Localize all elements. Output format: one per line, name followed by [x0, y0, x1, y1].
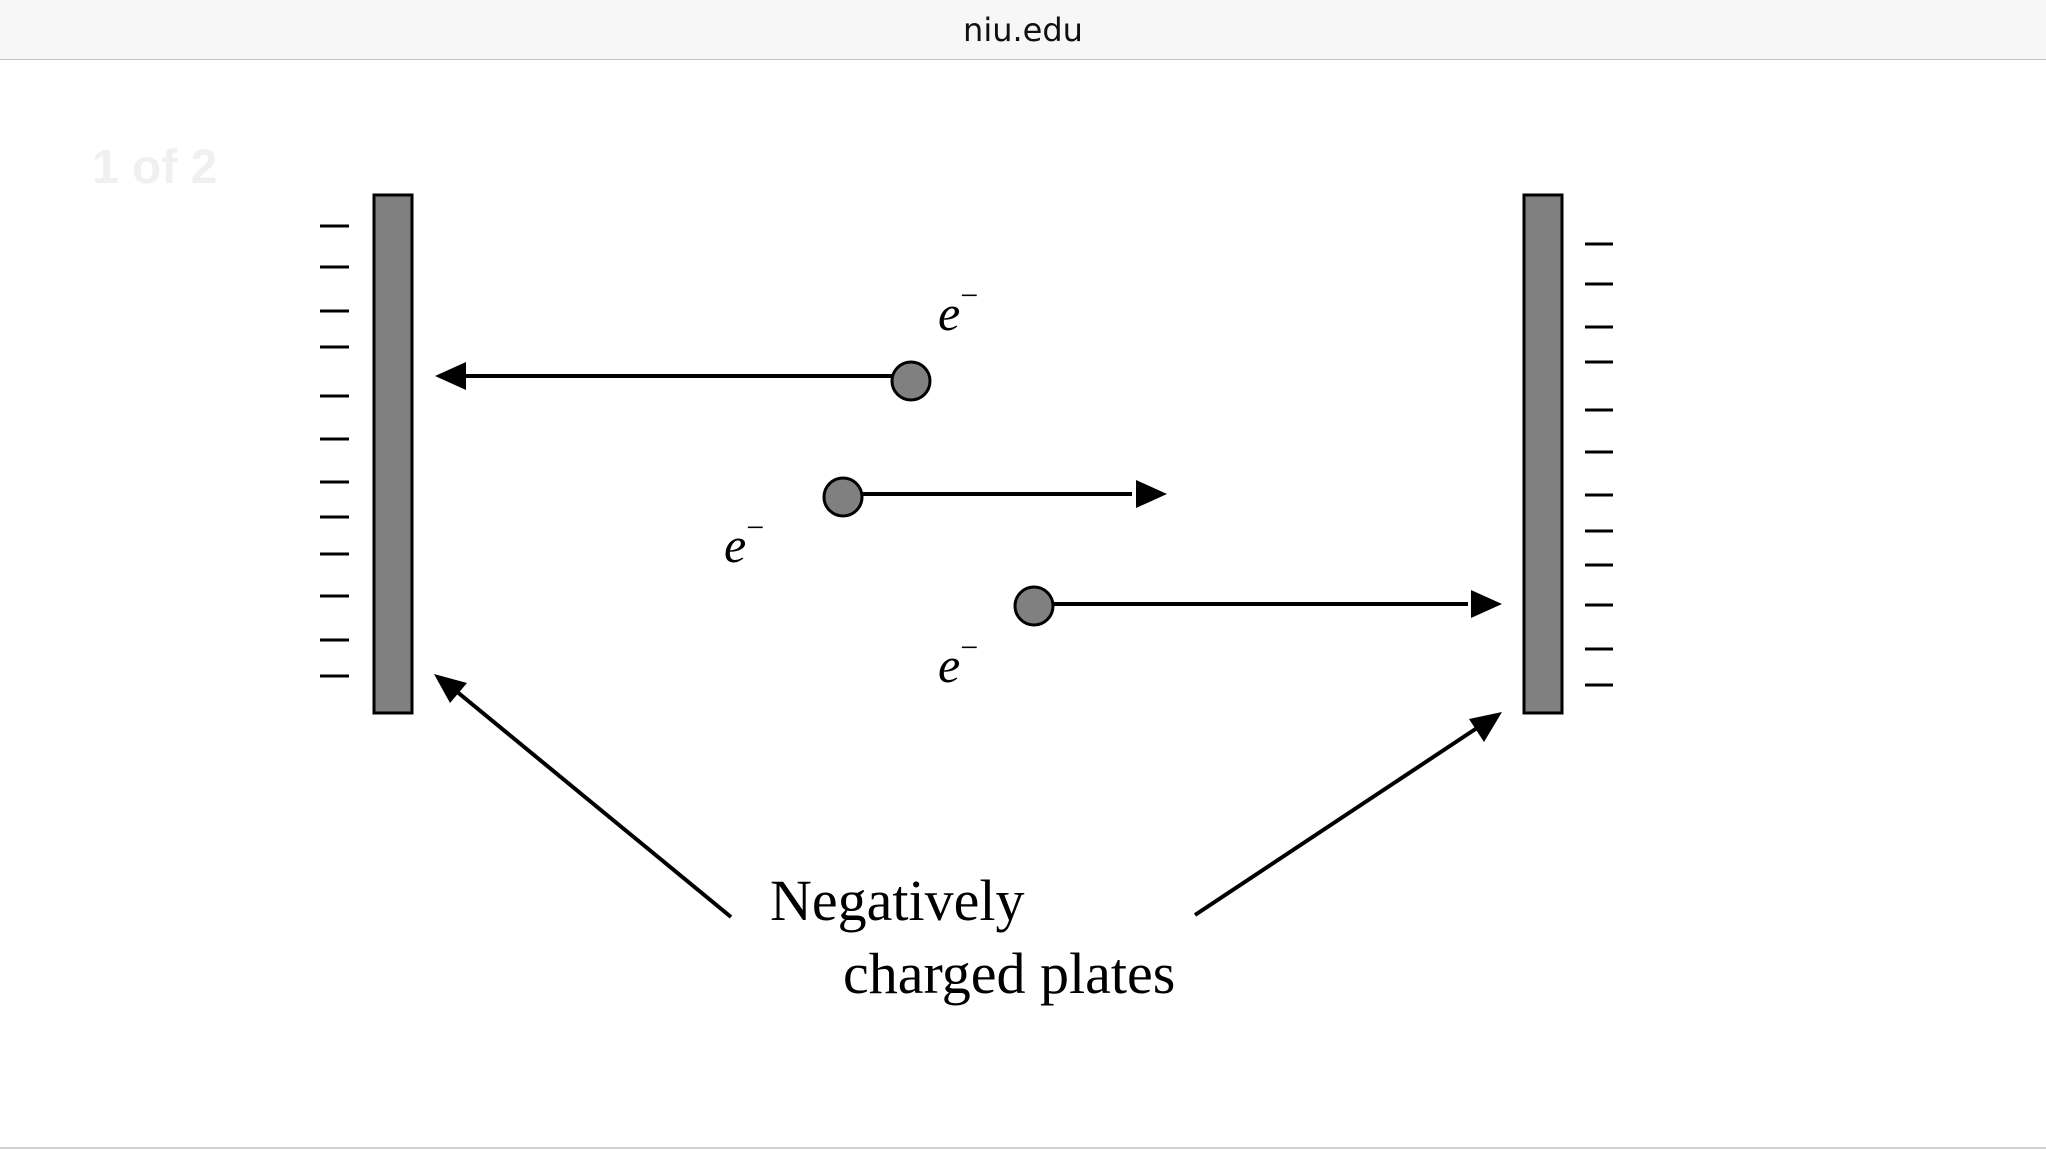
right-plate-charges: [1585, 242, 1613, 687]
electron-3-arrowhead: [1471, 590, 1502, 618]
electron-2-label: e−: [724, 509, 764, 573]
caption-line-2: charged plates: [843, 941, 1175, 1006]
electron-1: [890, 360, 932, 402]
page-bottom-divider: [0, 1147, 2046, 1149]
electron-2: [822, 476, 864, 518]
electron-3-label: e−: [938, 629, 978, 693]
page-counter: 1 of 2: [92, 141, 218, 194]
browser-address-bar[interactable]: niu.edu: [0, 0, 2046, 60]
left-plate-charges: [320, 224, 349, 678]
right-plate-pointer-arrowhead: [1469, 712, 1502, 742]
electron-1-label: e−: [938, 277, 978, 341]
electron-3: [1013, 585, 1055, 627]
right-plate-pointer-arrow: [1193, 724, 1482, 917]
electron-1-arrowhead: [435, 362, 466, 390]
left-plate: [372, 193, 414, 715]
left-plate-pointer-arrowhead: [434, 674, 467, 703]
electron-2-arrowhead: [1136, 480, 1167, 508]
right-plate: [1522, 193, 1564, 715]
caption-line-1: Negatively: [770, 868, 1024, 933]
url-text[interactable]: niu.edu: [963, 10, 1083, 49]
left-plate-pointer-arrow: [448, 684, 733, 919]
